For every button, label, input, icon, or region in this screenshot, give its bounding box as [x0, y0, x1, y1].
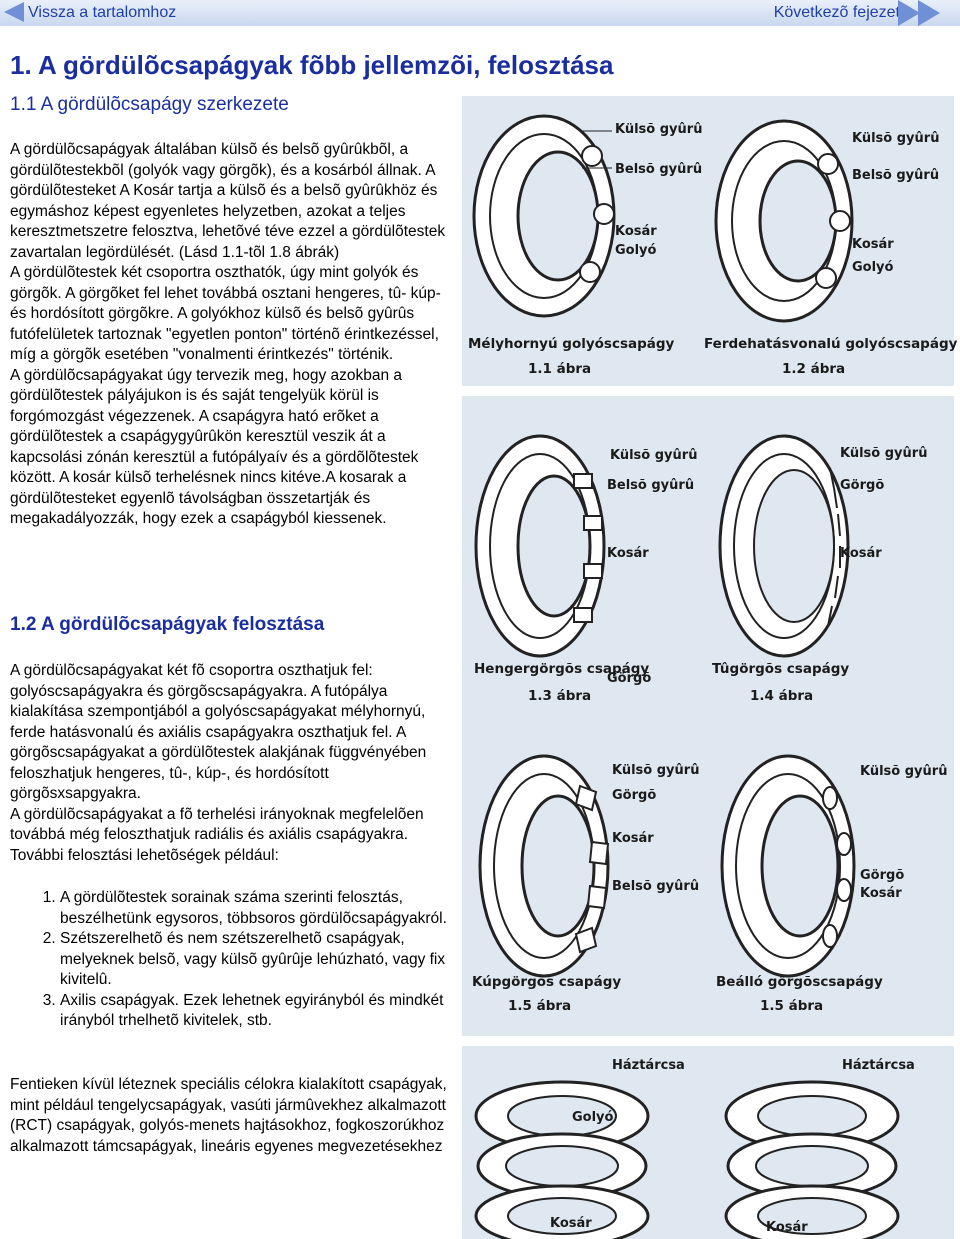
next-arrow-icon[interactable] [898, 0, 920, 26]
figure-label: Külsõ gyûrû [852, 131, 940, 146]
figure-thrust-roller-bearing: Háztárcsa Kosár [702, 1046, 954, 1239]
section-1-heading: 1.1 A gördülõcsapágy szerkezete [10, 94, 289, 115]
figure-caption: Beálló görgõscsapágy [716, 974, 883, 990]
section-2-heading: 1.2 A gördülõcsapágyak felosztása [10, 614, 325, 635]
figure-label: Kosár [550, 1216, 592, 1231]
section-2-list-wrap: A gördülõtestek sorainak száma szerinti … [10, 888, 450, 1032]
figure-label: Görgõ [612, 788, 657, 803]
next-arrow-icon-2[interactable] [918, 0, 940, 26]
figure-1-4: Külsõ gyûrû Görgõ Kosár [702, 396, 954, 726]
thrust-roller-bearing-drawing [724, 1080, 900, 1239]
figure-panel: Külsõ gyûrû Belsõ gyûrû Kosár Golyó Mély… [462, 96, 958, 1239]
figure-label: Golyó [572, 1110, 614, 1125]
figure-label: Belsõ gyûrû [612, 879, 700, 894]
list-item: Axilis csapágyak. Ezek lehetnek egyirány… [60, 991, 450, 1032]
deep-groove-ball-bearing-drawing [472, 114, 616, 318]
figure-number: 1.5 ábra [508, 998, 572, 1014]
navigation-bar: Vissza a tartalomhoz Következõ fejezet [0, 0, 960, 26]
figure-label: Kosár [612, 831, 654, 846]
next-chapter-link[interactable]: Következõ fejezet [773, 4, 900, 21]
spherical-roller-bearing-drawing [720, 754, 856, 978]
figure-caption: Tûgörgõs csapágy [712, 661, 850, 677]
figure-label: Kosár [852, 237, 894, 252]
thrust-ball-bearing-drawing [474, 1080, 650, 1239]
figure-label: Külsõ gyûrû [615, 122, 703, 137]
figure-label: Külsõ gyûrû [610, 448, 698, 463]
list-item: Szétszerelhetõ és nem szétszerelhetõ csa… [60, 929, 450, 991]
figure-label: Kosár [840, 546, 882, 561]
tapered-roller-bearing-drawing [478, 754, 610, 978]
figure-label: Kosár [860, 886, 902, 901]
figure-number: 1.4 ábra [750, 688, 814, 704]
figure-caption: Mélyhornyú golyóscsapágy [468, 336, 675, 352]
section-2-paragraph-1: A gördülõcsapágyakat két fõ csoportra os… [10, 662, 427, 802]
figure-1-5: Külsõ gyûrû Görgõ Kosár Belsõ gyûrû Kúpg… [462, 726, 702, 1036]
figure-1-1: Külsõ gyûrû Belsõ gyûrû Kosár Golyó Mély… [462, 96, 702, 386]
section-1-body: A gördülõcsapágyak általában külsõ és be… [10, 140, 450, 530]
figure-label: Külsõ gyûrû [612, 763, 700, 778]
cylindrical-roller-bearing-drawing [474, 434, 606, 658]
figure-1-6: Külsõ gyûrû Görgõ Kosár Beálló görgõscsa… [702, 726, 954, 1036]
needle-roller-bearing-drawing [718, 434, 850, 658]
figure-label: Külsõ gyûrû [840, 446, 928, 461]
figure-label: Külsõ gyûrû [860, 764, 948, 779]
figure-label: Kosár [607, 546, 649, 561]
back-to-contents-link[interactable]: Vissza a tartalomhoz [28, 4, 177, 21]
figure-label: Görgõ [840, 478, 885, 493]
figure-label: Kosár [615, 224, 657, 239]
figure-label: Golyó [615, 243, 657, 258]
closing-paragraph-wrap: Fentieken kívül léteznek speciális célok… [10, 1075, 450, 1157]
section-2-body: A gördülõcsapágyakat két fõ csoportra os… [10, 661, 450, 866]
figure-label: Görgõ [607, 671, 652, 686]
list-item: A gördülõtestek sorainak száma szerinti … [60, 888, 450, 929]
section-1-paragraph-3: A gördülõcsapágyakat úgy tervezik meg, h… [10, 366, 419, 528]
figure-caption: Hengergörgõs csapágy [474, 661, 650, 677]
figure-label: Görgõ [860, 868, 905, 883]
figure-number: 1.1 ábra [528, 361, 592, 377]
figure-thrust-ball-bearing: Háztárcsa Golyó Kosár [462, 1046, 702, 1239]
section-2-paragraph-2: A gördülõcsapágyakat a fõ terhelési irán… [10, 805, 424, 864]
page-title: 1. A gördülõcsapágyak fõbb jellemzõi, fe… [10, 50, 614, 80]
figure-caption: Kúpgörgõs csapágy [472, 974, 622, 990]
figure-caption: Ferdehatásvonalú golyóscsapágy [704, 336, 958, 352]
figure-label: Belsõ gyûrû [607, 478, 695, 493]
angular-contact-ball-bearing-drawing [714, 119, 854, 323]
figure-label: Belsõ gyûrû [852, 168, 940, 183]
figure-number: 1.3 ábra [528, 688, 592, 704]
classification-list: A gördülõtestek sorainak száma szerinti … [10, 888, 450, 1032]
figure-label: Háztárcsa [612, 1058, 685, 1073]
figure-number: 1.5 ábra [760, 998, 824, 1014]
figure-label: Belsõ gyûrû [615, 162, 703, 177]
figure-label: Golyó [852, 260, 894, 275]
back-arrow-icon[interactable] [4, 2, 24, 22]
figure-1-2: Külsõ gyûrû Belsõ gyûrû Kosár Golyó Ferd… [702, 96, 958, 386]
figure-label: Kosár [766, 1220, 808, 1235]
section-1-paragraph-2: A gördülõtestek két csoportra oszthatók,… [10, 264, 441, 363]
figure-1-3: Külsõ gyûrû Belsõ gyûrû Kosár Görgõ [462, 396, 702, 726]
closing-paragraph: Fentieken kívül léteznek speciális célok… [10, 1076, 447, 1155]
figure-number: 1.2 ábra [782, 361, 846, 377]
section-1-paragraph-1: A gördülõcsapágyak általában külsõ és be… [10, 141, 446, 261]
figure-label: Háztárcsa [842, 1058, 915, 1073]
